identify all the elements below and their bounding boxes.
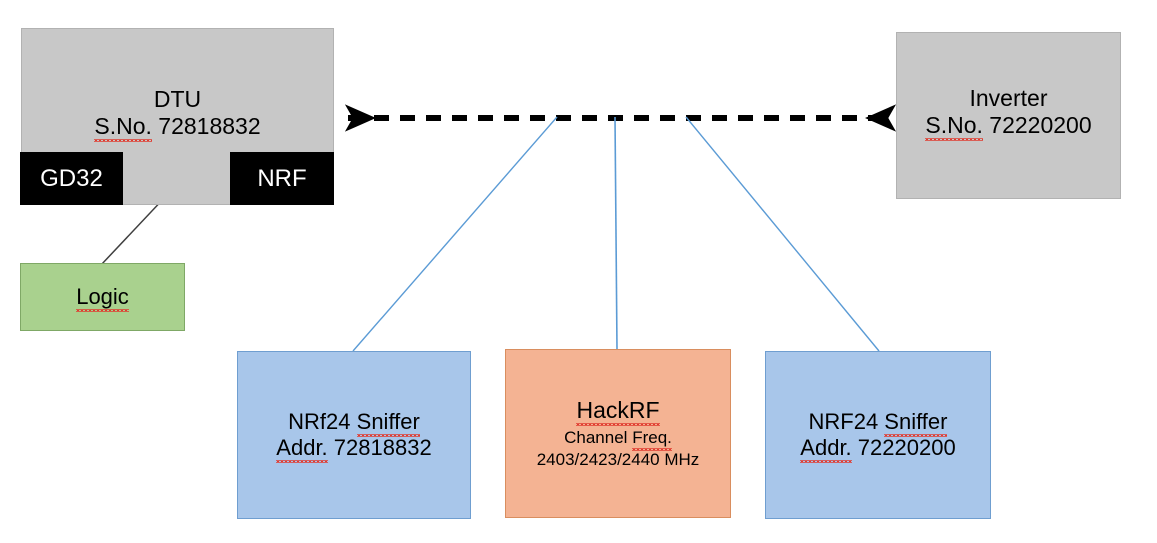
sniffer-right-title-line: NRF24 Sniffer: [808, 409, 948, 437]
hackrf-channel-label-word: Freq.: [632, 428, 672, 451]
inverter-serial: S.No. 72220200: [925, 112, 1092, 142]
node-nrf[interactable]: NRF: [230, 152, 334, 205]
sniffer-right-addr-value: 72220200: [857, 435, 956, 460]
node-hackrf[interactable]: HackRF Channel Freq. 2403/2423/2440 MHz: [505, 349, 731, 518]
hackrf-channel-label-prefix: Channel: [564, 428, 633, 448]
inverter-serial-value: 72220200: [989, 112, 1092, 139]
hackrf-channel-value: 2403/2423/2440 MHz: [536, 449, 700, 469]
inverter-title: Inverter: [969, 85, 1048, 111]
sniffer-right-addr-label: Addr.: [800, 435, 853, 463]
hackrf-channel-label: Channel Freq.: [564, 427, 672, 451]
hackrf-title: HackRF: [576, 397, 660, 427]
sniffer-right-addr: Addr. 72220200: [800, 435, 956, 463]
node-sniffer-left[interactable]: NRf24 Sniffer Addr. 72818832: [237, 351, 471, 519]
sniffer-left-addr: Addr. 72818832: [276, 435, 432, 463]
node-logic[interactable]: Logic: [20, 263, 185, 331]
node-sniffer-right[interactable]: NRF24 Sniffer Addr. 72220200: [765, 351, 991, 519]
dtu-serial-label: S.No.: [94, 113, 152, 143]
sniffer-left-addr-value: 72818832: [333, 435, 432, 460]
dtu-serial-value: 72818832: [158, 113, 261, 140]
inverter-serial-label: S.No.: [925, 112, 983, 142]
node-inverter[interactable]: Inverter S.No. 72220200: [896, 32, 1121, 199]
logic-label: Logic: [76, 284, 129, 312]
hackrf-title-word: HackRF: [576, 397, 660, 427]
nrf-label: NRF: [257, 164, 307, 192]
dtu-title: DTU: [153, 86, 202, 112]
sniffer-left-title-line: NRf24 Sniffer: [288, 409, 421, 437]
gd32-label: GD32: [40, 164, 103, 192]
dtu-serial: S.No. 72818832: [94, 113, 261, 143]
sniffer-right-title-word: Sniffer: [884, 409, 948, 437]
sniffer-left-addr-label: Addr.: [276, 435, 329, 463]
sniffer-left-title-prefix: NRf24: [288, 409, 357, 435]
wire-tap-hackrf: [614, 116, 618, 350]
sniffer-right-title-prefix: NRF24: [808, 409, 885, 435]
sniffer-left-title-word: Sniffer: [356, 409, 421, 437]
node-gd32[interactable]: GD32: [20, 152, 123, 205]
wire-tap-sniffer-right: [685, 116, 880, 352]
wire-tap-sniffer-left: [352, 116, 558, 352]
